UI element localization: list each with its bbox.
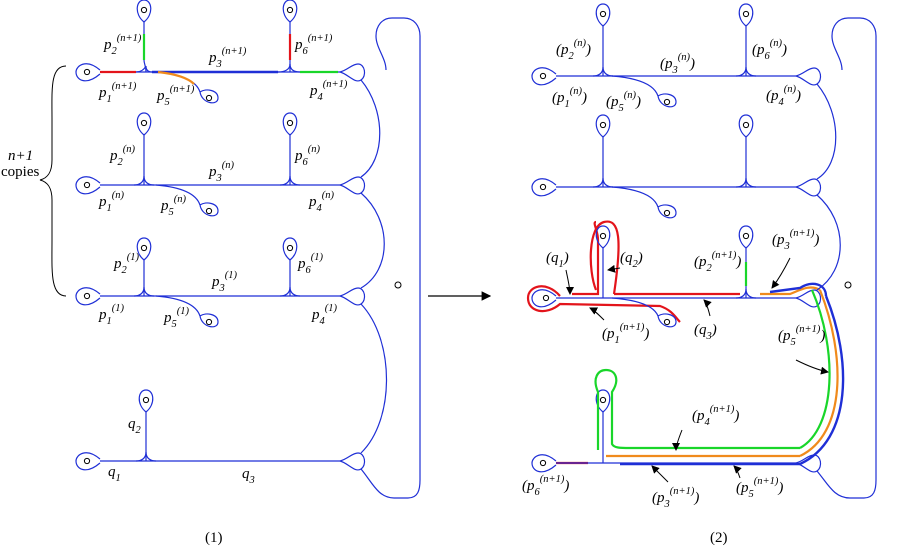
svg-text:(q3): (q3) — [694, 322, 717, 342]
svg-text:(p2(n)): (p2(n)) — [556, 38, 591, 62]
svg-text:p6(1): p6(1) — [297, 252, 324, 276]
svg-text:(p3(n+1)): (p3(n+1)) — [772, 228, 819, 252]
p2-row-middle — [526, 220, 828, 328]
panel-2-labels: (p2(n)) (p3(n)) (p6(n)) (p1(n)) (p5(n)) … — [522, 38, 825, 546]
svg-text:p5(1): p5(1) — [163, 306, 190, 330]
svg-text:(p5(n)): (p5(n)) — [606, 90, 641, 114]
marker-circle-1 — [394, 281, 402, 289]
svg-text:p2(n+1): p2(n+1) — [103, 33, 142, 57]
panel-1-labels: p2(n+1) p3(n+1) p6(n+1) p1(n+1) p5(n+1) … — [1, 33, 348, 546]
p2-row-top — [531, 3, 822, 108]
copies-brace — [39, 65, 67, 297]
svg-text:(p6(n)): (p6(n)) — [752, 38, 787, 62]
svg-text:(p4(n+1)): (p4(n+1)) — [692, 404, 739, 428]
p2-row-second — [531, 114, 822, 219]
svg-text:p5(n+1): p5(n+1) — [156, 84, 195, 108]
svg-text:p1(n): p1(n) — [98, 190, 125, 214]
svg-text:(p6(n+1)): (p6(n+1)) — [522, 474, 569, 498]
row-1 — [75, 237, 366, 328]
svg-text:p3(1): p3(1) — [211, 270, 238, 294]
svg-text:p2(n): p2(n) — [109, 144, 136, 168]
row-n1 — [75, 0, 366, 104]
svg-text:(p5(n+1)): (p5(n+1)) — [778, 324, 825, 348]
p2-side-strand-green — [799, 289, 831, 449]
copies-count: n+1 — [8, 148, 33, 164]
svg-text:(p5(n+1)): (p5(n+1)) — [736, 476, 783, 500]
svg-text:p6(n): p6(n) — [294, 144, 321, 168]
row-q — [75, 389, 366, 471]
row-n — [75, 112, 366, 217]
svg-text:(q1): (q1) — [546, 250, 569, 270]
svg-text:p4(n+1): p4(n+1) — [309, 79, 348, 103]
outer-loop — [360, 17, 421, 499]
connector-arcs — [360, 79, 388, 454]
svg-text:p3(n): p3(n) — [208, 160, 235, 184]
svg-text:(p1(n+1)): (p1(n+1)) — [602, 322, 649, 346]
p2-side-strand-orange — [799, 289, 839, 457]
svg-text:(p4(n)): (p4(n)) — [766, 84, 801, 108]
svg-text:p1(1): p1(1) — [98, 303, 125, 327]
p2-side-strand-blue — [799, 295, 845, 466]
svg-text:(p1(n)): (p1(n)) — [552, 86, 587, 110]
svg-text:(p3(n+1)): (p3(n+1)) — [652, 486, 699, 510]
svg-text:p4(1): p4(1) — [311, 303, 338, 327]
svg-text:(q2): (q2) — [620, 250, 643, 270]
p2-connector-arcs — [816, 17, 877, 499]
svg-text:p2(1): p2(1) — [113, 252, 140, 276]
svg-text:q1: q1 — [108, 464, 121, 484]
svg-text:(p2(n+1)): (p2(n+1)) — [694, 250, 741, 274]
svg-text:q2: q2 — [128, 416, 142, 436]
panel-2-arrows — [565, 257, 829, 483]
svg-text:p4(n): p4(n) — [308, 190, 335, 214]
caption-1: (1) — [205, 530, 223, 546]
svg-text:(p3(n)): (p3(n)) — [660, 52, 695, 76]
marker-circle-2 — [844, 281, 852, 289]
copies-word: copies — [1, 164, 39, 180]
svg-text:q3: q3 — [242, 466, 255, 486]
panel-1 — [39, 0, 421, 499]
panel-2 — [526, 3, 877, 499]
p2-row-bottom — [531, 368, 822, 473]
caption-2: (2) — [710, 530, 728, 546]
svg-text:p1(n+1): p1(n+1) — [98, 81, 137, 105]
svg-text:p3(n+1): p3(n+1) — [208, 46, 247, 70]
svg-text:p5(n): p5(n) — [160, 194, 187, 218]
svg-text:p6(n+1): p6(n+1) — [294, 33, 333, 57]
p1-r1-p2: n+1 — [120, 33, 138, 44]
